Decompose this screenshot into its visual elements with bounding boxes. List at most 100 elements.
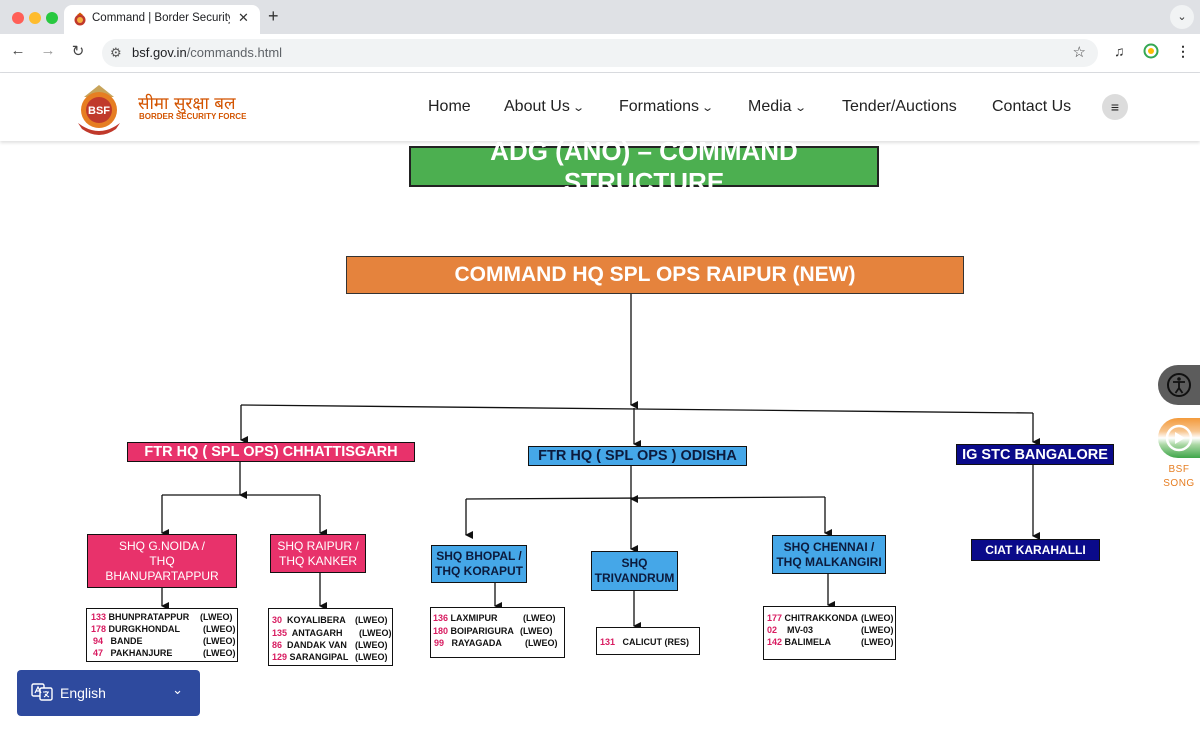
unit-row: 47 PAKHANJURE: [93, 648, 172, 658]
nav-home[interactable]: Home: [428, 98, 471, 116]
nav-home-label: Home: [428, 98, 471, 115]
unit-number: 178: [91, 624, 107, 634]
unit-type: (LWEO): [861, 613, 894, 623]
unit-type: (LWEO): [355, 615, 388, 625]
url-text[interactable]: bsf.gov.in/commands.html: [132, 45, 282, 60]
node-shq-chennai-line1: SHQ CHENNAI /: [783, 539, 875, 554]
node-ftr-hq-odisha: FTR HQ ( SPL OPS ) ODISHA: [528, 446, 747, 466]
unit-row: 94 BANDE: [93, 636, 143, 646]
profile-extension-icon: [1143, 43, 1159, 59]
unit-type: (LWEO): [359, 628, 392, 638]
units-box-raipur: 30 KOYALIBERA (LWEO) 135 ANTAGARH (LWEO)…: [268, 608, 393, 666]
site-name-hindi: सीमा सुरक्षा बल: [138, 94, 236, 114]
language-selector[interactable]: English ⌄: [17, 670, 200, 716]
nav-media[interactable]: Media⌄: [748, 98, 807, 116]
accessibility-button[interactable]: [1158, 365, 1200, 405]
unit-row: 30 KOYALIBERA: [272, 615, 346, 625]
unit-number: 99: [434, 638, 445, 648]
connector-lines: [161, 294, 1040, 630]
bsf-logo[interactable]: BSF: [70, 79, 128, 137]
unit-type: (LWEO): [520, 626, 553, 636]
unit-name: CHITRAKKONDA: [784, 613, 859, 623]
unit-row: 142 BALIMELA: [767, 637, 831, 647]
unit-name: PAKHANJURE: [110, 648, 173, 658]
extension-icon[interactable]: [1143, 43, 1159, 62]
hamburger-menu-icon[interactable]: ≡: [1102, 94, 1128, 120]
address-bar[interactable]: ⚙ bsf.gov.in/commands.html ☆: [102, 39, 1098, 67]
unit-number: 177: [767, 613, 783, 623]
bsf-favicon-icon: [74, 12, 86, 26]
units-box-gnoida: 133 BHUNPRATAPPUR (LWEO) 178 DURGKHONDAL…: [86, 608, 238, 662]
node-shq-gnoida-line3: BHANUPARTAPPUR: [105, 568, 219, 583]
unit-name: SARANGIPAL: [289, 652, 349, 662]
unit-number: 180: [433, 626, 449, 636]
nav-tender-label: Tender/Auctions: [842, 98, 957, 115]
node-shq-gnoida: SHQ G.NOIDA / THQ BHANUPARTAPPUR: [87, 534, 237, 588]
url-domain: bsf.gov.in: [132, 45, 187, 60]
nav-tender-auctions[interactable]: Tender/Auctions: [842, 98, 957, 116]
unit-type: (LWEO): [861, 637, 894, 647]
unit-type: (LWEO): [203, 636, 236, 646]
tab-close-icon[interactable]: ✕: [238, 10, 249, 25]
tab-title: Command | Border Security F: [92, 12, 230, 24]
unit-number: 86: [272, 640, 283, 650]
unit-row: 02 MV-03: [767, 625, 813, 635]
chevron-down-icon: ⌄: [172, 682, 183, 697]
unit-number: 129: [272, 652, 288, 662]
node-shq-gnoida-line2: THQ: [149, 553, 175, 568]
node-shq-bhopal-line2: THQ KORAPUT: [435, 564, 523, 578]
chevron-down-icon: ⌄: [793, 102, 807, 114]
units-box-bhopal: 136 LAXMIPUR (LWEO) 180 BOIPARIGURA (LWE…: [430, 607, 565, 658]
unit-row: 99 RAYAGADA: [434, 638, 502, 648]
node-ig-stc-bangalore: IG STC BANGALORE: [956, 444, 1114, 465]
window-close-dot[interactable]: [12, 12, 24, 24]
nav-formations[interactable]: Formations⌄: [619, 98, 714, 116]
bookmark-star-icon[interactable]: ☆: [1072, 44, 1086, 61]
unit-row: 136 LAXMIPUR: [433, 613, 498, 623]
unit-name: MV-03: [787, 625, 814, 635]
unit-number: 02: [767, 625, 778, 635]
unit-row: 133 BHUNPRATAPPUR: [91, 612, 189, 622]
units-box-trivandrum: 131 CALICUT (RES): [596, 627, 700, 655]
bsf-song-label: BSF SONG: [1163, 464, 1195, 489]
node-shq-trivandrum-line2: TRIVANDRUM: [594, 571, 675, 585]
unit-name: LAXMIPUR: [450, 613, 498, 623]
nav-contact-us[interactable]: Contact Us: [992, 98, 1071, 116]
window-maximize-dot[interactable]: [46, 12, 58, 24]
browser-tab[interactable]: Command | Border Security F ✕: [64, 5, 260, 34]
unit-name: DURGKHONDAL: [108, 624, 181, 634]
unit-number: 94: [93, 636, 104, 646]
node-shq-gnoida-line1: SHQ G.NOIDA /: [118, 538, 205, 553]
unit-number: 135: [272, 628, 288, 638]
unit-name: KOYALIBERA: [287, 615, 346, 625]
unit-row: 86 DANDAK VAN: [272, 640, 347, 650]
unit-type: (LWEO): [355, 652, 388, 662]
language-label: English: [60, 685, 106, 701]
unit-number: 133: [91, 612, 107, 622]
nav-formations-label: Formations: [619, 98, 700, 115]
window-minimize-dot[interactable]: [29, 12, 41, 24]
new-tab-plus-icon[interactable]: +: [268, 6, 279, 26]
forward-arrow-icon[interactable]: →: [40, 42, 56, 59]
diagram-title: ADG (ANO) – COMMAND STRUCTURE: [409, 136, 879, 197]
node-command-hq-raipur: COMMAND HQ SPL OPS RAIPUR (NEW): [346, 256, 964, 294]
media-controls-icon[interactable]: ♫: [1114, 43, 1125, 59]
command-structure-diagram: ADG (ANO) – COMMAND STRUCTURE COMMAND HQ…: [0, 136, 1200, 750]
node-shq-raipur: SHQ RAIPUR / THQ KANKER: [270, 534, 366, 573]
bsf-song-button[interactable]: [1158, 418, 1200, 458]
unit-type: (LWEO): [203, 648, 236, 658]
unit-name: BHUNPRATAPPUR: [108, 612, 190, 622]
browser-menu-kebab-icon[interactable]: ⋮: [1176, 43, 1190, 59]
site-info-icon[interactable]: ⚙: [110, 45, 122, 60]
unit-row: 129 SARANGIPAL: [272, 652, 348, 662]
node-shq-raipur-line2: THQ KANKER: [278, 553, 357, 568]
reload-icon[interactable]: ↻: [71, 43, 85, 60]
tab-search-chevron-icon[interactable]: ⌄: [1170, 5, 1194, 29]
browser-toolbar: ← → ↻ ⚙ bsf.gov.in/commands.html ☆ ♫ ⋮: [0, 34, 1200, 73]
unit-type: (LWEO): [203, 624, 236, 634]
back-arrow-icon[interactable]: ←: [10, 42, 26, 59]
unit-name: BALIMELA: [784, 637, 832, 647]
node-shq-chennai-line2: THQ MALKANGIRI: [776, 554, 882, 569]
unit-row: 180 BOIPARIGURA: [433, 626, 514, 636]
nav-about-us[interactable]: About Us⌄: [504, 98, 585, 116]
